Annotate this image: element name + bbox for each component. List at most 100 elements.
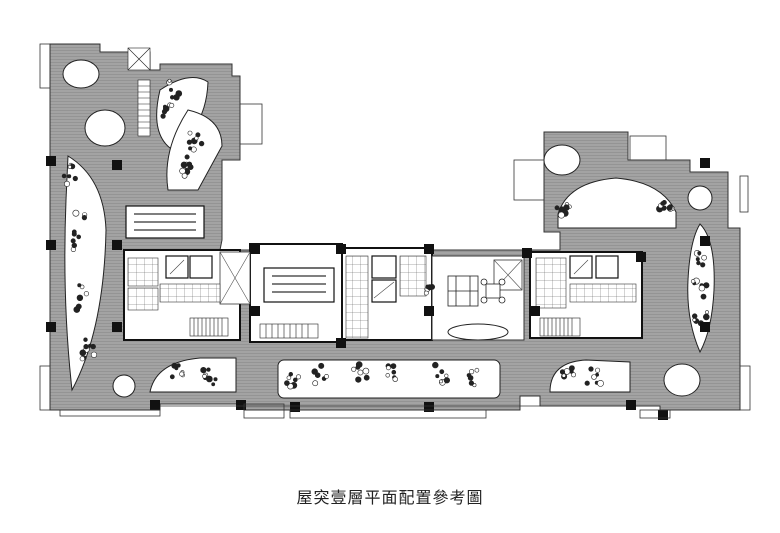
shrub-dot — [554, 205, 560, 211]
shrub-dot — [439, 379, 443, 384]
shrub-dot — [698, 284, 706, 292]
shrub-dot — [79, 356, 85, 362]
shrub-dot — [584, 380, 590, 386]
drawing-title: 屋突壹層平面配置參考圖 — [296, 488, 484, 507]
shrub-dot — [64, 180, 71, 187]
shrub-dot — [695, 257, 700, 262]
tiled-areas — [127, 255, 637, 339]
column — [424, 306, 434, 316]
column — [250, 306, 260, 316]
shrub-dot — [429, 283, 435, 290]
shrub-dot — [702, 313, 710, 321]
elevator-icon — [165, 255, 619, 303]
shrub-dot — [286, 375, 292, 381]
shrub-dot — [187, 130, 193, 136]
shrub-dot — [425, 284, 430, 289]
shrub-dot — [318, 362, 325, 369]
shrub-dot — [390, 363, 397, 369]
shrub-dot — [198, 140, 205, 147]
shrub-dot — [703, 282, 710, 289]
shrub-dot — [81, 215, 87, 221]
shrub-dot — [363, 374, 370, 381]
shrub-dot — [180, 161, 188, 169]
shrub-dot — [563, 204, 570, 211]
shrub-dot — [70, 238, 76, 244]
column — [700, 236, 710, 246]
column — [46, 240, 56, 250]
shrub-dot — [597, 379, 604, 387]
shrub-dot — [432, 361, 439, 369]
shrub-dot — [595, 367, 601, 373]
shrub-dot — [67, 174, 72, 179]
table-set-icon — [447, 275, 506, 307]
shrub-dot — [72, 209, 80, 217]
shrub-dot — [194, 136, 199, 141]
shrub-dot — [588, 366, 594, 372]
shrub-dot — [171, 362, 178, 369]
shrub-dot — [559, 206, 565, 211]
shrub-dot — [357, 369, 364, 376]
shrub-dot — [179, 167, 186, 175]
column-icon — [46, 156, 710, 420]
shrub-dot — [169, 102, 175, 108]
shrub-dot — [666, 204, 673, 211]
column — [626, 400, 636, 410]
shrub-dot — [206, 375, 213, 383]
shrub-dot — [72, 175, 78, 182]
shrub-dot — [324, 373, 329, 379]
shrub-dot — [169, 374, 175, 380]
shrub-dot — [186, 139, 192, 145]
column — [424, 244, 434, 254]
shrub-dot — [700, 262, 706, 268]
shrub-dot — [312, 380, 319, 387]
column — [236, 400, 246, 410]
shrub-dot — [162, 104, 167, 109]
column — [336, 244, 346, 254]
shrub-dot — [474, 367, 480, 373]
shrub-dot — [660, 201, 665, 206]
column — [290, 402, 300, 412]
column — [46, 322, 56, 332]
shrub-dot — [77, 283, 82, 288]
shrub-dot — [295, 374, 301, 380]
shrub-dot — [700, 293, 707, 300]
shrub-icon — [61, 78, 710, 390]
shrub-dot — [167, 78, 172, 83]
column — [112, 322, 122, 332]
shrub-dot — [469, 369, 475, 375]
shrub-dot — [691, 313, 698, 319]
shrub-dot — [569, 365, 575, 371]
column — [522, 248, 532, 258]
shrub-dot — [79, 349, 87, 357]
shrub-dot — [385, 365, 391, 371]
shrub-dot — [90, 343, 96, 350]
shrub-dot — [468, 380, 475, 386]
shrub-dot — [697, 251, 702, 256]
shrub-dot — [391, 369, 397, 375]
shrub-dot — [77, 295, 82, 301]
parapet-outline — [39, 43, 751, 419]
shrub-dot — [184, 154, 190, 160]
shrub-dot — [202, 373, 207, 379]
shrub-dot — [67, 164, 72, 169]
column — [424, 402, 434, 412]
shrub-dot — [392, 376, 398, 382]
shrub-dot — [76, 234, 81, 240]
shrub-dot — [435, 374, 440, 379]
shrub-dot — [701, 254, 707, 261]
shrub-dot — [188, 146, 193, 151]
shrub-dot — [351, 366, 357, 372]
column — [150, 400, 160, 410]
shrub-dot — [561, 373, 566, 378]
shrub-dot — [83, 337, 88, 342]
shrub-dot — [213, 377, 218, 382]
shrub-dot — [443, 377, 451, 384]
shrub-dot — [73, 306, 81, 313]
shrub-dot — [591, 374, 597, 380]
stair-icon — [127, 47, 581, 339]
shrub-dot — [161, 108, 168, 115]
column — [336, 338, 346, 348]
shrub-dot — [311, 368, 318, 375]
column — [46, 156, 56, 166]
